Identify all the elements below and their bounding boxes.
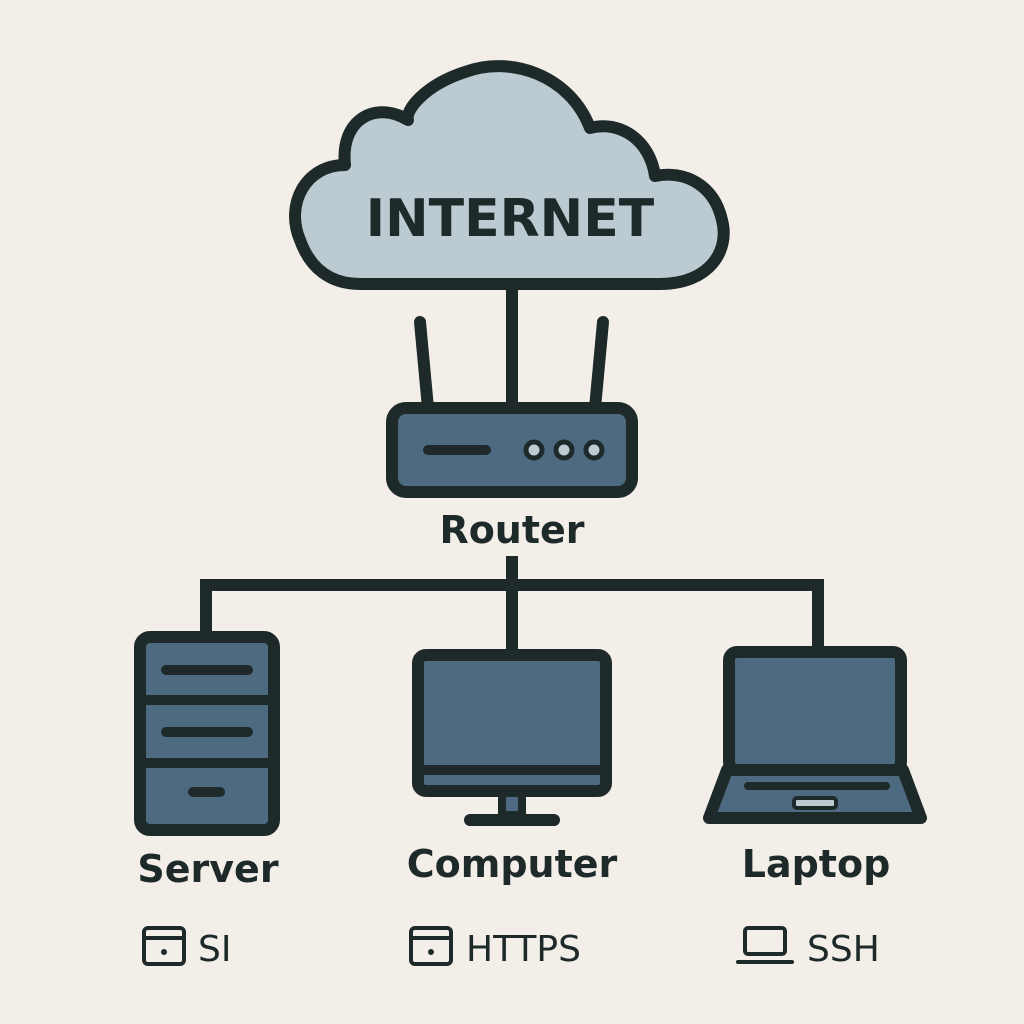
antenna-right <box>589 316 609 414</box>
router-icon <box>386 316 638 498</box>
laptop-icon <box>736 926 794 964</box>
router-light <box>553 439 575 461</box>
router-light <box>523 439 545 461</box>
protocol-label: SSH <box>807 929 880 970</box>
router-label: Router <box>439 508 584 552</box>
cloud-icon <box>289 60 730 290</box>
protocol-server: SI <box>142 926 231 970</box>
laptop-icon <box>703 646 927 824</box>
server-node: Server <box>134 631 280 891</box>
computer-node: Computer <box>407 649 618 886</box>
antenna-left <box>414 316 434 414</box>
internet-label: INTERNET <box>366 189 655 249</box>
protocol-label: HTTPS <box>466 929 581 970</box>
window-icon <box>142 926 186 966</box>
server-icon <box>134 631 280 836</box>
protocol-laptop: SSH <box>736 926 880 970</box>
laptop-label: Laptop <box>742 842 891 886</box>
computer-label: Computer <box>407 842 618 886</box>
protocol-computer: HTTPS <box>409 926 581 970</box>
network-links <box>200 556 824 661</box>
router-body <box>386 402 638 498</box>
monitor-icon <box>412 649 612 826</box>
internet-node: INTERNET <box>289 60 730 290</box>
protocol-label: SI <box>198 929 231 970</box>
laptop-node: Laptop <box>703 646 927 886</box>
window-icon <box>409 926 453 966</box>
server-label: Server <box>137 847 278 891</box>
router-light <box>583 439 605 461</box>
router-node: Router <box>386 316 638 552</box>
